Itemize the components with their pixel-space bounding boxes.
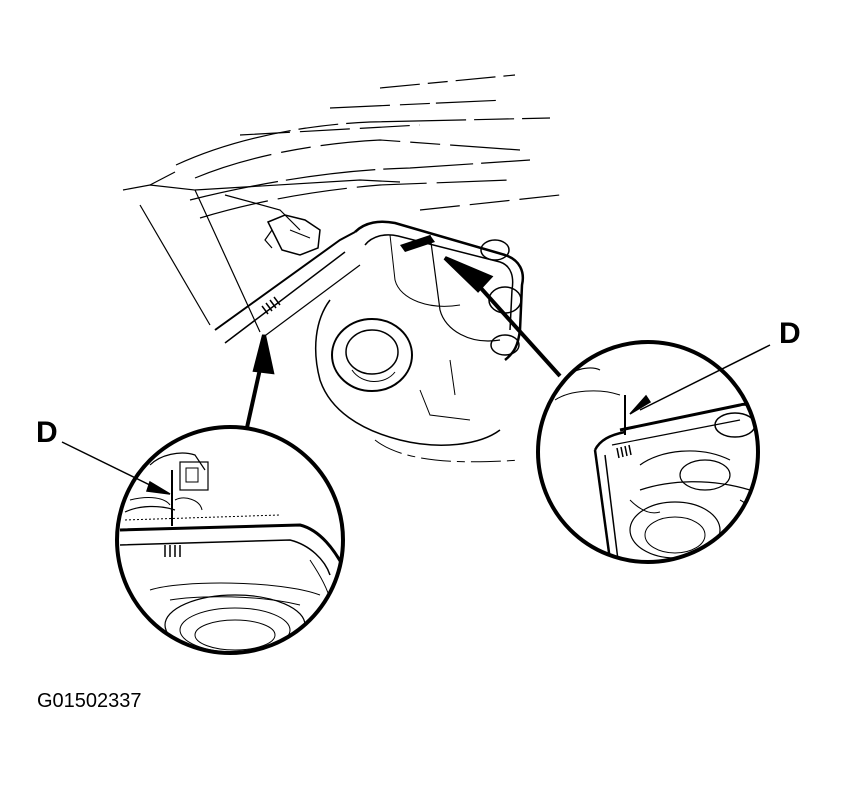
index-mark-detail-left: [164, 545, 181, 557]
leader-arrowhead-right-icon: [629, 394, 652, 415]
callout-leaders: [61, 344, 771, 495]
vehicle-body-lines: [122, 74, 561, 333]
detail-view-left: [115, 425, 345, 655]
leader-line-left: [61, 441, 161, 491]
index-mark-detail-right: [616, 444, 632, 459]
pointer-arrows: [244, 256, 562, 433]
arrowhead-left-icon: [252, 334, 275, 375]
arrowhead-right-icon: [443, 256, 494, 293]
leader-line-right: [639, 344, 771, 411]
leader-arrowhead-left-icon: [146, 480, 171, 495]
detail-circle-left: [115, 425, 345, 655]
detail-circle-right: [536, 340, 760, 564]
index-mark-main-right: [400, 235, 435, 252]
index-mark-main-left: [261, 296, 281, 315]
figure-id-label: G01502337: [37, 690, 142, 712]
callout-label-right: D: [779, 317, 801, 350]
detail-view-right: [536, 340, 760, 564]
callout-label-left: D: [36, 416, 58, 449]
oil-pan-assembly: [214, 214, 524, 463]
